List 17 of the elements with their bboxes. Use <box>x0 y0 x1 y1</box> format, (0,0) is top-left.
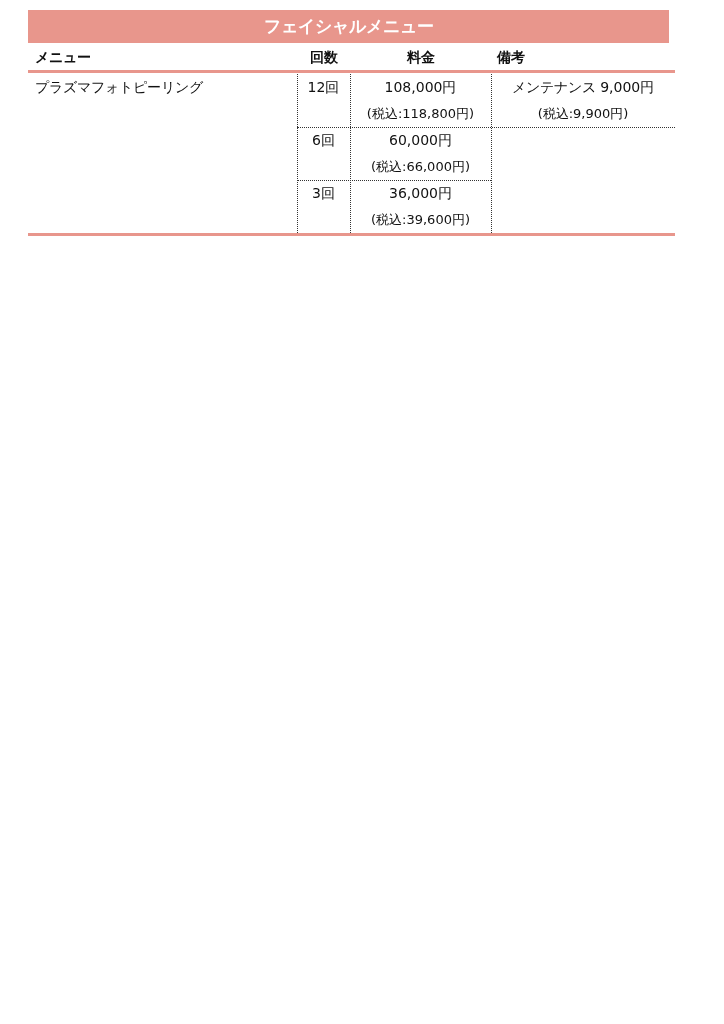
title-band: フェイシャルメニュー <box>28 10 669 43</box>
column-header: 料金 <box>406 49 435 65</box>
column-header: メニュー <box>35 49 91 65</box>
price-text: 108,000円 <box>384 79 457 95</box>
tax-price-text: (税込:66,000円) <box>371 159 470 174</box>
menu-name: プラズマフォトピーリング <box>35 79 203 95</box>
count-text: 3回 <box>312 185 335 201</box>
price-text: 60,000円 <box>389 132 452 148</box>
tax-price-text: (税込:9,900円) <box>537 106 629 121</box>
tax-price-text: (税込:39,600円) <box>371 212 470 227</box>
count-text: 6回 <box>312 132 335 148</box>
column-header: 回数 <box>309 49 338 65</box>
note-text: メンテナンス 9,000円 <box>511 79 655 95</box>
price-text: 36,000円 <box>389 185 452 201</box>
column-header: 備考 <box>497 49 525 65</box>
count-text: 12回 <box>307 79 340 95</box>
tax-price-text: (税込:118,800円) <box>366 106 475 121</box>
